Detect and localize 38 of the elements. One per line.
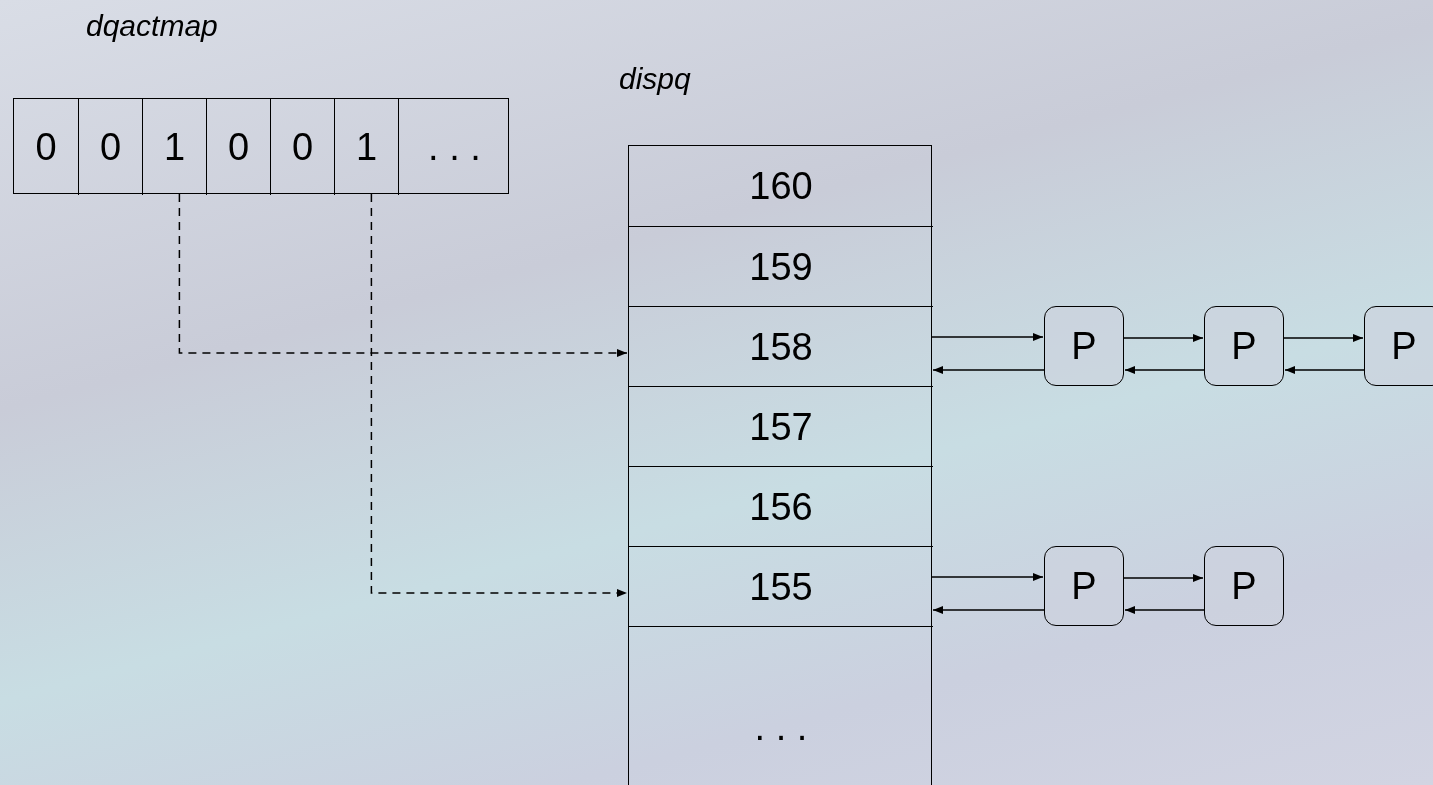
process-label: P	[1231, 327, 1257, 365]
process-label: P	[1071, 327, 1097, 365]
dashed-arrow	[370, 193, 628, 597]
arrow	[1123, 574, 1204, 582]
cell-value: 160	[749, 167, 813, 205]
arrow	[1283, 334, 1364, 342]
cell-value: 1	[355, 128, 378, 166]
cell-value: . . .	[428, 128, 481, 166]
arrow	[1124, 606, 1205, 614]
process-label: P	[1071, 567, 1097, 605]
arrow	[932, 606, 1045, 614]
arrow	[1284, 366, 1365, 374]
process-label: P	[1231, 567, 1257, 605]
arrow	[932, 366, 1045, 374]
cell-value: 0	[291, 128, 314, 166]
array-title: dqactmap	[86, 11, 218, 41]
array-title: dispq	[619, 64, 691, 94]
process-box	[1204, 306, 1284, 386]
process-box	[1204, 546, 1284, 626]
process-box	[1044, 546, 1124, 626]
arrow	[1123, 334, 1204, 342]
process-box	[1364, 306, 1433, 386]
arrow	[931, 333, 1044, 341]
process-box	[1044, 306, 1124, 386]
cell-value: 157	[749, 407, 813, 446]
cell-value: 159	[749, 247, 813, 286]
arrow	[1124, 366, 1205, 374]
cell-value: 156	[749, 487, 813, 526]
cell-value: 0	[35, 128, 57, 166]
cell-value: 0	[227, 128, 250, 166]
cell-value: 158	[749, 327, 813, 366]
cell-value: . . .	[754, 707, 808, 746]
cell-value: 155	[749, 567, 813, 606]
process-label: P	[1391, 327, 1417, 365]
cell-value: 1	[163, 128, 186, 166]
arrow	[931, 573, 1044, 581]
dashed-arrow	[178, 193, 628, 357]
cell-value: 0	[99, 128, 122, 166]
